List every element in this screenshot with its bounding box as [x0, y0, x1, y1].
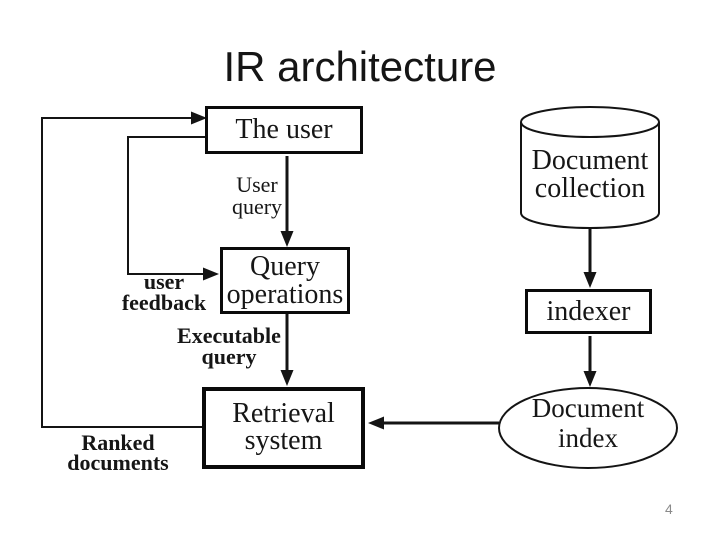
node-query-operations-label: Query operations: [226, 251, 344, 310]
node-query-operations: Query operations: [220, 247, 350, 314]
arrow-indexer-to-index-head: [583, 371, 597, 387]
document-collection-cylinder-top: [520, 106, 660, 138]
page-number: 4: [665, 501, 673, 517]
arrow-user-query-head: [280, 231, 294, 247]
arrow-ranked-documents-head: [191, 111, 207, 125]
node-the-user: The user: [205, 106, 363, 154]
node-retrieval-system-label: Retrieval system: [232, 398, 335, 456]
node-indexer: indexer: [525, 289, 652, 334]
node-the-user-label: The user: [235, 114, 333, 145]
node-retrieval-system: Retrieval system: [202, 387, 365, 469]
edge-label-ranked-documents: Ranked documents: [67, 430, 169, 476]
arrow-collection-to-indexer-head: [583, 272, 597, 288]
arrow-index-to-retrieval-head: [368, 416, 384, 430]
node-indexer-label: indexer: [546, 295, 631, 327]
node-document-index-label: Document index: [531, 393, 645, 453]
node-document-collection-label: Document collection: [531, 145, 649, 204]
edge-label-executable-query: Executable query: [177, 323, 281, 369]
arrow-executable-query-head: [280, 370, 294, 386]
arrow-user-feedback-head: [203, 267, 219, 281]
edge-label-user-feedback: user feedback: [121, 269, 207, 315]
page-title: IR architecture: [223, 43, 497, 90]
edge-label-user-query: User query: [231, 172, 283, 219]
arrow-user-feedback-line: [127, 136, 206, 275]
document-index-ellipse: [498, 387, 678, 469]
arrow-ranked-documents-line: [41, 117, 204, 428]
